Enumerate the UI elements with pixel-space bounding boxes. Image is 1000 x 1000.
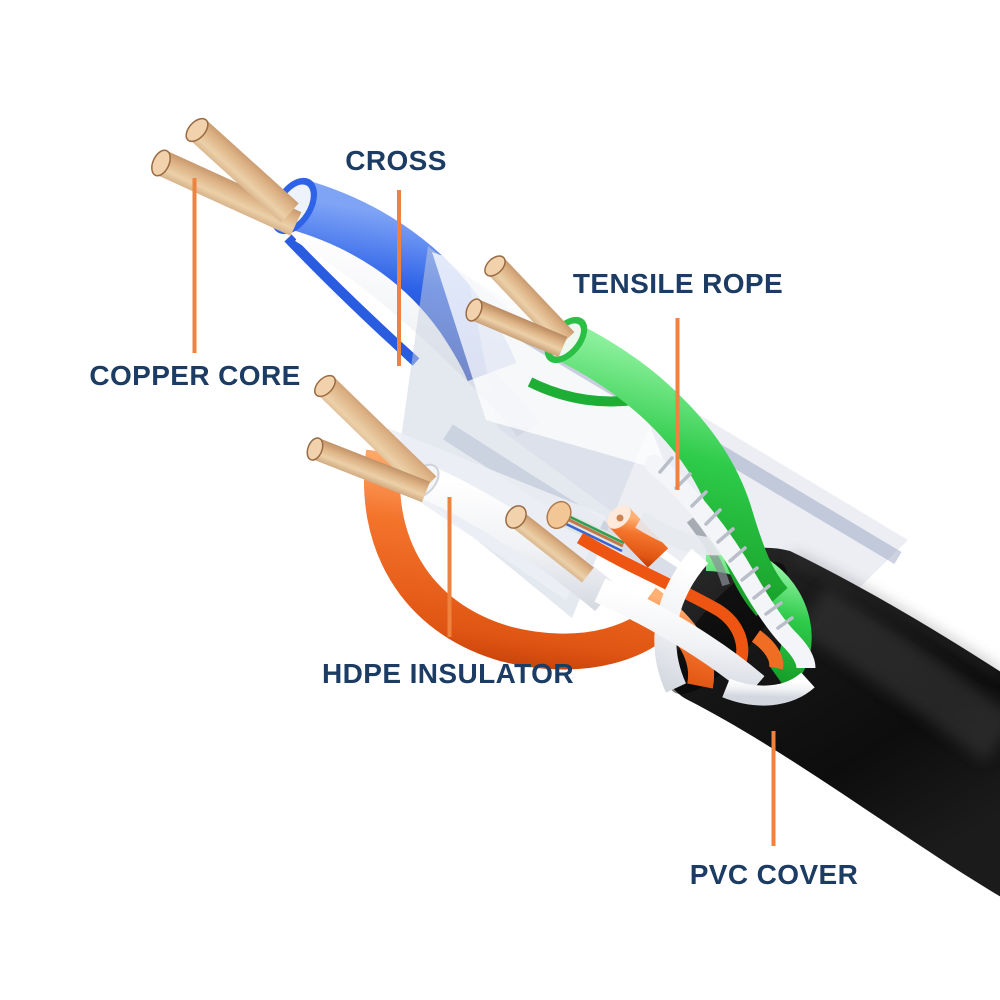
label-hdpe-insulator: HDPE INSULATOR: [322, 658, 574, 689]
leader-lines: [192, 178, 776, 846]
mouth-weave-wires: [594, 512, 815, 706]
label-tensile-rope: TENSILE ROPE: [572, 268, 784, 299]
hdpe-insulator-tube: [306, 374, 749, 671]
orange-thin-wire: [576, 532, 749, 671]
copper-core-wires: [151, 117, 302, 236]
label-copper-core: COPPER CORE: [89, 360, 301, 391]
label-pvc-cover: PVC COVER: [689, 859, 859, 890]
tensile-rope: [645, 455, 816, 669]
label-cross: CROSS: [345, 145, 447, 176]
copper-stub: [511, 511, 594, 583]
rope-twist-grooves: [658, 456, 794, 630]
